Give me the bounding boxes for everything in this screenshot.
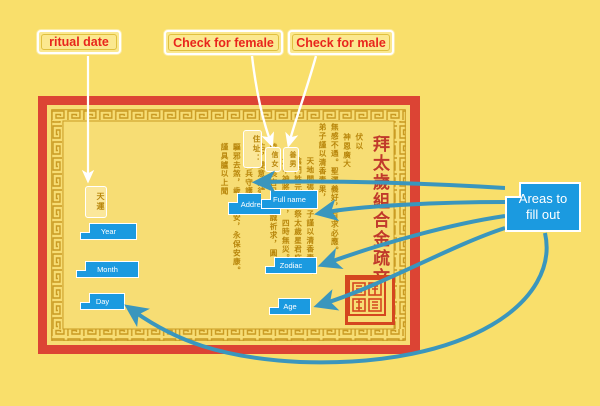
annotation-check-male[interactable]: Check for male [288,30,394,55]
field-address[interactable]: 住址： [243,130,262,168]
fold-corner-icon [80,223,90,233]
body-column: 六丁天兵守護， [244,143,254,205]
fold-corner-icon [76,261,86,271]
body-column: 神恩廣大 [342,133,352,169]
areas-line-1: Areas to [518,190,568,206]
body-column: 六甲神將領宅，四時無災。 [281,157,291,263]
official-seal [345,275,395,325]
label-text: Day [95,297,110,306]
annotation-text: Check for female [173,35,274,50]
blue-label-month[interactable]: Month [76,261,139,278]
areas-line-2: fill out [526,207,560,222]
body-column: 伏以 [354,133,364,151]
body-column: 謹具臚以上聞 [220,143,230,196]
label-text: Full name [273,195,306,204]
fold-corner-icon [269,298,279,308]
label-text: Year [100,227,117,236]
label-text: Address [240,199,269,209]
label-text: Month [97,265,118,274]
field-female-checkbox[interactable]: 信女 [265,147,281,172]
body-column: 弟子謹以清香素果， [318,123,328,203]
document-title: 拜太歲組合金疏文 [369,135,389,287]
fold-corner-icon [265,257,275,267]
fold-corner-icon [261,190,271,200]
annotation-areas-to-fill-out[interactable]: Areas to fill out [505,182,581,232]
fold-corner-icon [228,193,238,203]
body-column: 陰門姓元君及祭太歲星君庇 [293,157,303,263]
body-column: 無感不通。聖澤義好，有求必應。 [330,123,340,255]
field-heaven-fortune[interactable]: 天運 [85,186,107,218]
annotation-text: Check for male [296,35,386,50]
fold-corner-icon [505,182,521,198]
blue-label-year[interactable]: Year [80,223,137,240]
annotation-text: ritual date [49,35,109,49]
blue-label-age[interactable]: Age [269,298,311,315]
label-text: Zodiac [279,261,303,270]
annotation-ritual-date[interactable]: ritual date [37,30,121,54]
body-column: 天地開張。弟子謹以清香素菓。 [305,157,315,281]
fold-corner-icon [80,293,90,303]
field-male-checkbox[interactable]: 善男 [283,147,299,172]
blue-label-day[interactable]: Day [80,293,125,310]
blue-label-zodiac[interactable]: Zodiac [265,257,317,274]
label-text: Age [283,302,297,311]
blue-label-fullname[interactable]: Full name [261,190,318,209]
annotation-check-female[interactable]: Check for female [164,30,283,55]
